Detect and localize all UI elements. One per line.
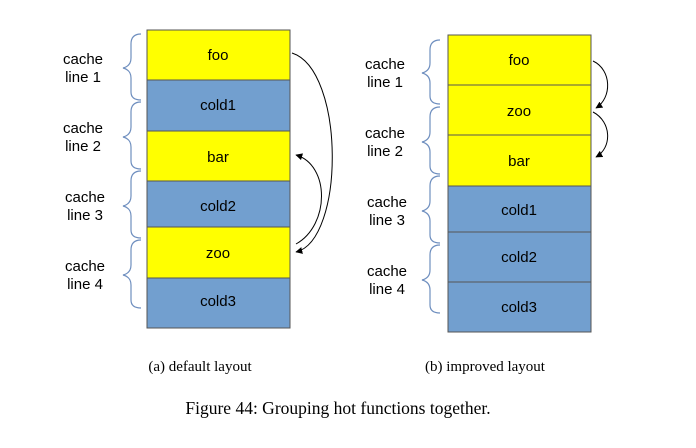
svg-text:cache: cache bbox=[63, 51, 103, 68]
svg-text:cache: cache bbox=[365, 125, 405, 142]
right-cache-line-1-brace bbox=[421, 39, 441, 105]
arrow-zoo-to-bar bbox=[295, 153, 322, 245]
left-cache-line-3-brace bbox=[122, 170, 142, 239]
arrow-zoo-to-bar-improved bbox=[592, 111, 609, 158]
svg-text:bar: bar bbox=[207, 149, 229, 166]
svg-text:foo: foo bbox=[509, 52, 530, 69]
right-block-zoo: zoo bbox=[447, 84, 592, 136]
svg-text:cold1: cold1 bbox=[200, 97, 236, 114]
svg-text:cold3: cold3 bbox=[200, 293, 236, 310]
right-cache-line-4-label: cache line 4 bbox=[367, 263, 407, 298]
svg-text:line 2: line 2 bbox=[65, 138, 101, 155]
figure-caption: Figure 44: Grouping hot functions togeth… bbox=[185, 398, 490, 418]
improved-layout-diagram: foo zoo bar cold1 cold2 cold3 cache line… bbox=[365, 34, 609, 333]
svg-text:cache: cache bbox=[367, 194, 407, 211]
caption-default-layout: (a) default layout bbox=[148, 359, 252, 375]
right-block-cold1: cold1 bbox=[447, 185, 592, 233]
arrow-foo-to-zoo-improved bbox=[592, 60, 609, 109]
right-cache-line-4-brace bbox=[421, 244, 441, 314]
svg-text:cache: cache bbox=[365, 56, 405, 73]
svg-text:foo: foo bbox=[208, 47, 229, 64]
svg-text:line 3: line 3 bbox=[67, 207, 103, 224]
left-block-cold1: cold1 bbox=[146, 79, 291, 132]
svg-text:cache: cache bbox=[65, 258, 105, 275]
svg-text:line 3: line 3 bbox=[369, 212, 405, 229]
svg-text:line 1: line 1 bbox=[367, 74, 403, 91]
left-cache-line-2-label: cache line 2 bbox=[63, 120, 103, 155]
svg-text:line 4: line 4 bbox=[369, 281, 405, 298]
left-block-bar: bar bbox=[146, 130, 291, 182]
right-block-foo: foo bbox=[447, 34, 592, 86]
right-block-cold2: cold2 bbox=[447, 231, 592, 283]
right-block-cold3: cold3 bbox=[447, 281, 592, 333]
right-cache-line-2-label: cache line 2 bbox=[365, 125, 405, 160]
left-block-cold2: cold2 bbox=[146, 180, 291, 228]
arrow-foo-to-zoo bbox=[291, 52, 333, 254]
svg-text:zoo: zoo bbox=[507, 103, 531, 120]
svg-text:bar: bar bbox=[508, 153, 530, 170]
right-block-bar: bar bbox=[447, 134, 592, 187]
left-cache-line-4-brace bbox=[122, 239, 142, 309]
svg-text:line 1: line 1 bbox=[65, 69, 101, 86]
right-cache-line-3-brace bbox=[421, 175, 441, 244]
left-block-zoo: zoo bbox=[146, 226, 291, 279]
svg-text:cold2: cold2 bbox=[200, 198, 236, 215]
left-block-foo: foo bbox=[146, 29, 291, 81]
svg-text:cold1: cold1 bbox=[501, 202, 537, 219]
svg-text:cache: cache bbox=[63, 120, 103, 137]
svg-text:cold3: cold3 bbox=[501, 299, 537, 316]
left-cache-line-2-brace bbox=[122, 101, 142, 170]
svg-text:zoo: zoo bbox=[206, 245, 230, 262]
default-layout-diagram: foo cold1 bar cold2 zoo cold3 cache line… bbox=[63, 29, 333, 329]
left-cache-line-4-label: cache line 4 bbox=[65, 258, 105, 293]
svg-text:line 4: line 4 bbox=[67, 276, 103, 293]
left-cache-line-1-brace bbox=[122, 33, 142, 101]
right-cache-line-3-label: cache line 3 bbox=[367, 194, 407, 229]
left-cache-line-3-label: cache line 3 bbox=[65, 189, 105, 224]
svg-text:cache: cache bbox=[65, 189, 105, 206]
right-cache-line-1-label: cache line 1 bbox=[365, 56, 405, 91]
svg-text:cold2: cold2 bbox=[501, 249, 537, 266]
left-block-cold3: cold3 bbox=[146, 277, 291, 329]
svg-text:cache: cache bbox=[367, 263, 407, 280]
right-cache-line-2-brace bbox=[421, 106, 441, 175]
svg-text:line 2: line 2 bbox=[367, 143, 403, 160]
caption-improved-layout: (b) improved layout bbox=[425, 359, 546, 375]
left-cache-line-1-label: cache line 1 bbox=[63, 51, 103, 86]
